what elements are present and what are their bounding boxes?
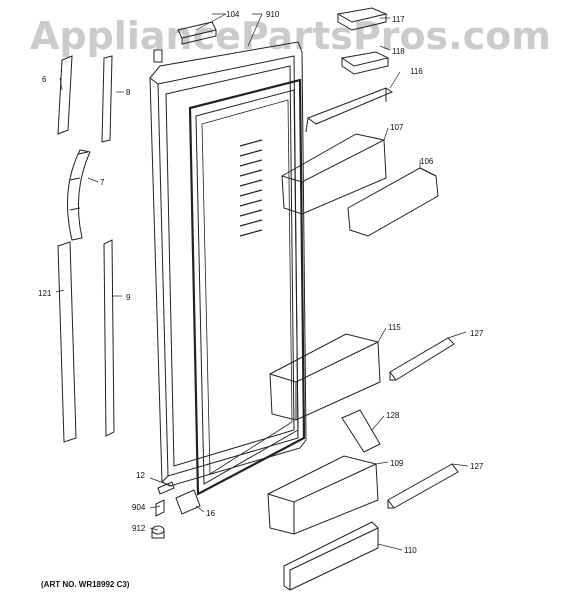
part-115-bin [269,333,381,421]
part-127-cover-upper [389,337,455,381]
part-9-strip [103,239,115,437]
callout-110: 110 [404,546,417,555]
leader-lines [55,13,469,551]
part-7-handle [67,149,91,241]
part-106-cover [347,167,439,237]
callout-106: 106 [420,157,434,166]
part-16-bracket [175,489,201,515]
part-6-strip [57,55,73,135]
door-gasket [188,78,306,496]
callout-109: 109 [390,459,404,468]
part-912-cap [151,525,165,539]
part-117-hinge-cover [336,7,388,31]
callout-8: 8 [126,88,131,97]
part-109-bin [267,455,379,535]
callout-6: 6 [42,75,47,84]
callout-121: 121 [38,289,52,298]
callout-12: 12 [136,471,145,480]
part-116-bracket [305,87,394,133]
part-121-trim [57,241,77,443]
callout-127-upper: 127 [470,329,484,338]
part-128-clip [341,409,381,453]
callout-7: 7 [100,178,105,187]
part-110-bin [283,521,379,591]
part-107-bin [281,133,387,215]
callout-16: 16 [206,509,215,518]
callout-9: 9 [126,293,131,302]
callout-904: 904 [132,503,146,512]
door-panel [149,41,307,487]
art-number: (ART NO. WR18992 C3) [41,580,130,589]
callout-labels: 104 910 117 118 116 6 8 7 107 106 121 9 … [38,10,484,555]
callout-115: 115 [388,323,401,332]
callout-912: 912 [132,524,146,533]
liner-ribs [239,139,263,237]
callout-118: 118 [392,47,405,56]
part-118-hinge [340,51,390,75]
part-top-pin [153,49,163,63]
callout-116: 116 [410,67,423,76]
callout-910: 910 [266,10,280,19]
part-904-pin [155,499,165,517]
part-8-strip [101,55,113,143]
part-104-cap [177,21,217,45]
callout-128: 128 [386,411,400,420]
callout-117: 117 [392,15,405,24]
callout-107: 107 [390,123,404,132]
callout-104: 104 [226,10,240,19]
part-127-cover-lower [387,463,459,509]
callout-127-lower: 127 [470,462,484,471]
